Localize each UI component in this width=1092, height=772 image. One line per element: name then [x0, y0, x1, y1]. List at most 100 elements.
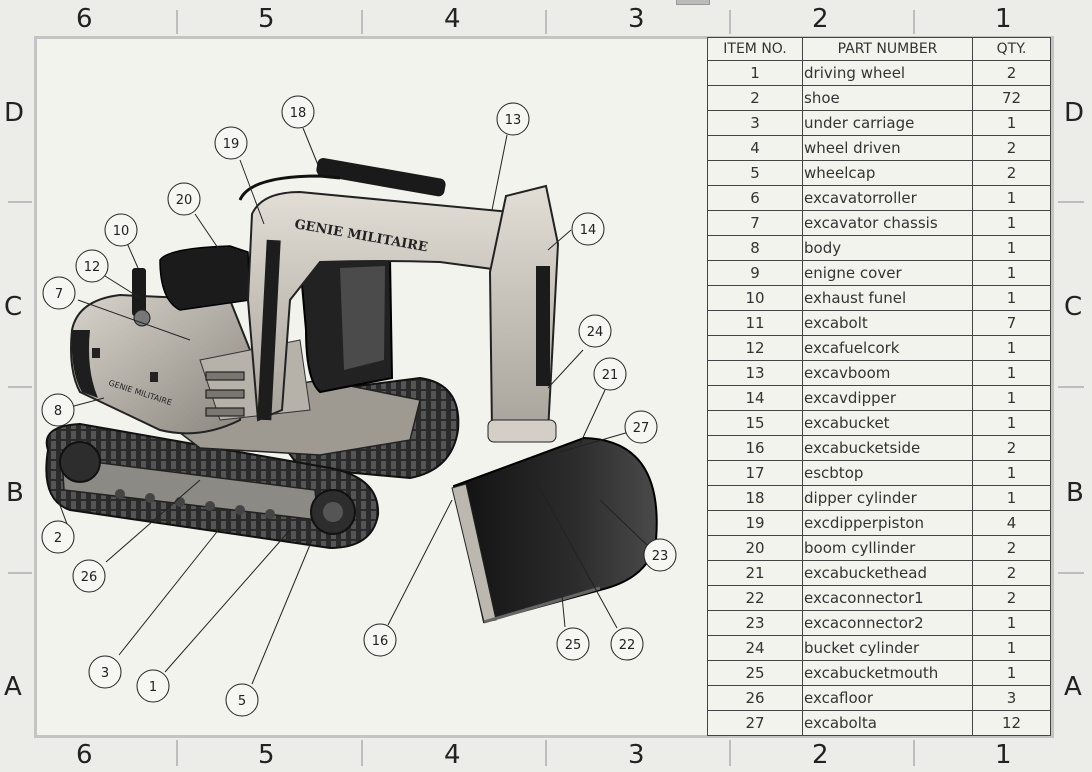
svg-text:22: 22: [619, 638, 636, 653]
bom-item-number: 20: [707, 535, 803, 561]
svg-text:5: 5: [238, 694, 246, 709]
bom-quantity: 1: [972, 635, 1051, 661]
bom-quantity: 12: [972, 710, 1051, 736]
balloon-18[interactable]: 18: [281, 95, 315, 129]
bom-item-number: 10: [707, 285, 803, 311]
toolbar-handle[interactable]: [676, 0, 710, 5]
balloon-14[interactable]: 14: [571, 212, 605, 246]
svg-text:14: 14: [580, 223, 597, 238]
zone-tick: [1058, 201, 1084, 203]
svg-text:26: 26: [81, 570, 98, 585]
balloon-16[interactable]: 16: [363, 623, 397, 657]
balloon-3[interactable]: 3: [88, 655, 122, 689]
bom-part-number: boom cyllinder: [802, 535, 973, 561]
excavator-assembly-view[interactable]: GENIE MILITAIRE GENIE MILITAIRE: [37, 39, 707, 735]
zone-tick: [913, 740, 915, 766]
balloon-24[interactable]: 24: [578, 314, 612, 348]
bom-part-number: excavdipper: [802, 385, 973, 411]
bom-quantity: 2: [972, 60, 1051, 86]
bom-quantity: 72: [972, 85, 1051, 111]
column-label-top: 3: [628, 4, 645, 34]
bom-item-number: 17: [707, 460, 803, 486]
bom-part-number: escbtop: [802, 460, 973, 486]
balloon-10[interactable]: 10: [104, 213, 138, 247]
svg-text:7: 7: [55, 287, 63, 302]
balloon-21[interactable]: 21: [593, 357, 627, 391]
svg-text:21: 21: [602, 368, 619, 383]
balloon-7[interactable]: 7: [42, 276, 76, 310]
bom-quantity: 2: [972, 160, 1051, 186]
bom-quantity: 1: [972, 660, 1051, 686]
bom-quantity: 1: [972, 285, 1051, 311]
balloon-22[interactable]: 22: [610, 627, 644, 661]
balloon-23[interactable]: 23: [643, 538, 677, 572]
balloon-1[interactable]: 1: [136, 669, 170, 703]
svg-text:25: 25: [565, 638, 582, 653]
bom-part-number: excaconnector1: [802, 585, 973, 611]
zone-tick: [545, 740, 547, 766]
balloon-5[interactable]: 5: [225, 683, 259, 717]
svg-text:16: 16: [372, 634, 389, 649]
bom-part-number: under carriage: [802, 110, 973, 136]
bom-quantity: 3: [972, 685, 1051, 711]
bom-part-number: wheel driven: [802, 135, 973, 161]
balloon-26[interactable]: 26: [72, 559, 106, 593]
bom-item-number: 21: [707, 560, 803, 586]
balloon-13[interactable]: 13: [496, 102, 530, 136]
bom-item-number: 22: [707, 585, 803, 611]
bom-quantity: 1: [972, 485, 1051, 511]
bom-part-number: excabucketmouth: [802, 660, 973, 686]
bom-part-number: excabolta: [802, 710, 973, 736]
balloon-27[interactable]: 27: [624, 410, 658, 444]
column-label-bottom: 5: [258, 740, 275, 770]
bom-item-number: 7: [707, 210, 803, 236]
bom-part-number: driving wheel: [802, 60, 973, 86]
dipper-arm: [487, 184, 560, 443]
balloon-25[interactable]: 25: [556, 627, 590, 661]
bom-item-number: 25: [707, 660, 803, 686]
zone-tick: [361, 740, 363, 766]
svg-text:10: 10: [113, 224, 130, 239]
balloon-2[interactable]: 2: [41, 520, 75, 554]
row-label-left: A: [4, 672, 22, 702]
balloon-12[interactable]: 12: [75, 249, 109, 283]
bom-header-qty[interactable]: QTY.: [972, 37, 1051, 61]
svg-text:18: 18: [290, 106, 307, 121]
balloon-8[interactable]: 8: [41, 393, 75, 427]
bom-quantity: 1: [972, 410, 1051, 436]
balloon-19[interactable]: 19: [214, 126, 248, 160]
column-label-top: 2: [812, 4, 829, 34]
bom-quantity: 2: [972, 535, 1051, 561]
bom-header-item[interactable]: ITEM NO.: [707, 37, 803, 61]
bom-header-part[interactable]: PART NUMBER: [802, 37, 973, 61]
balloon-20[interactable]: 20: [167, 182, 201, 216]
